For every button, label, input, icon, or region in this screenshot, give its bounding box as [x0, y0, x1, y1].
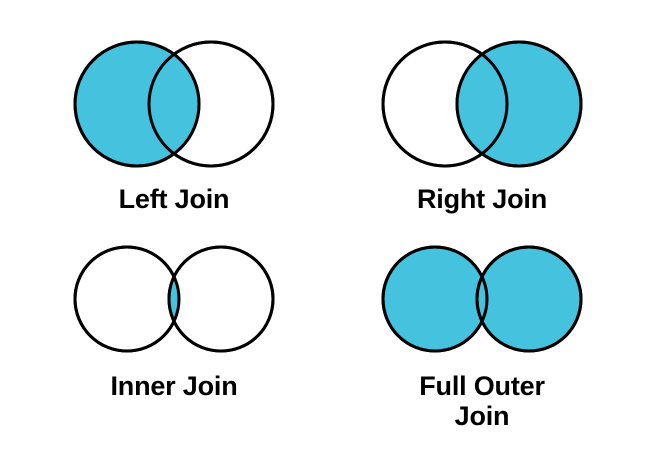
- intersection-region: [149, 42, 199, 166]
- left-set-outline: [381, 245, 489, 353]
- left-set-outline: [73, 245, 181, 353]
- venn-inner-join: [73, 245, 275, 353]
- intersection-region: [457, 42, 507, 166]
- venn-right-join-svg: [381, 40, 583, 168]
- venn-left-join: [73, 40, 275, 168]
- venn-inner-join-svg: [73, 245, 275, 353]
- diagram-label-left-join: Left Join: [118, 184, 230, 214]
- diagram-left-join: Left Join: [24, 40, 324, 214]
- venn-full-outer-join: [381, 245, 583, 353]
- diagram-right-join: Right Join: [332, 40, 632, 214]
- diagram-label-inner-join: Inner Join: [110, 371, 238, 401]
- diagram-label-right-join: Right Join: [417, 184, 547, 214]
- venn-right-join: [381, 40, 583, 168]
- right-set-outline: [475, 245, 583, 353]
- diagram-full-outer-join: Full Outer Join: [332, 245, 632, 431]
- right-set-outline: [147, 40, 275, 168]
- venn-left-join-svg: [73, 40, 275, 168]
- right-set-outline: [455, 40, 583, 168]
- left-set-outline: [381, 40, 509, 168]
- left-set-outline: [73, 40, 201, 168]
- venn-full-outer-join-svg: [381, 245, 583, 353]
- diagram-label-full-outer-join: Full Outer Join: [419, 371, 545, 432]
- right-set-outline: [167, 245, 275, 353]
- diagram-inner-join: Inner Join: [24, 245, 324, 401]
